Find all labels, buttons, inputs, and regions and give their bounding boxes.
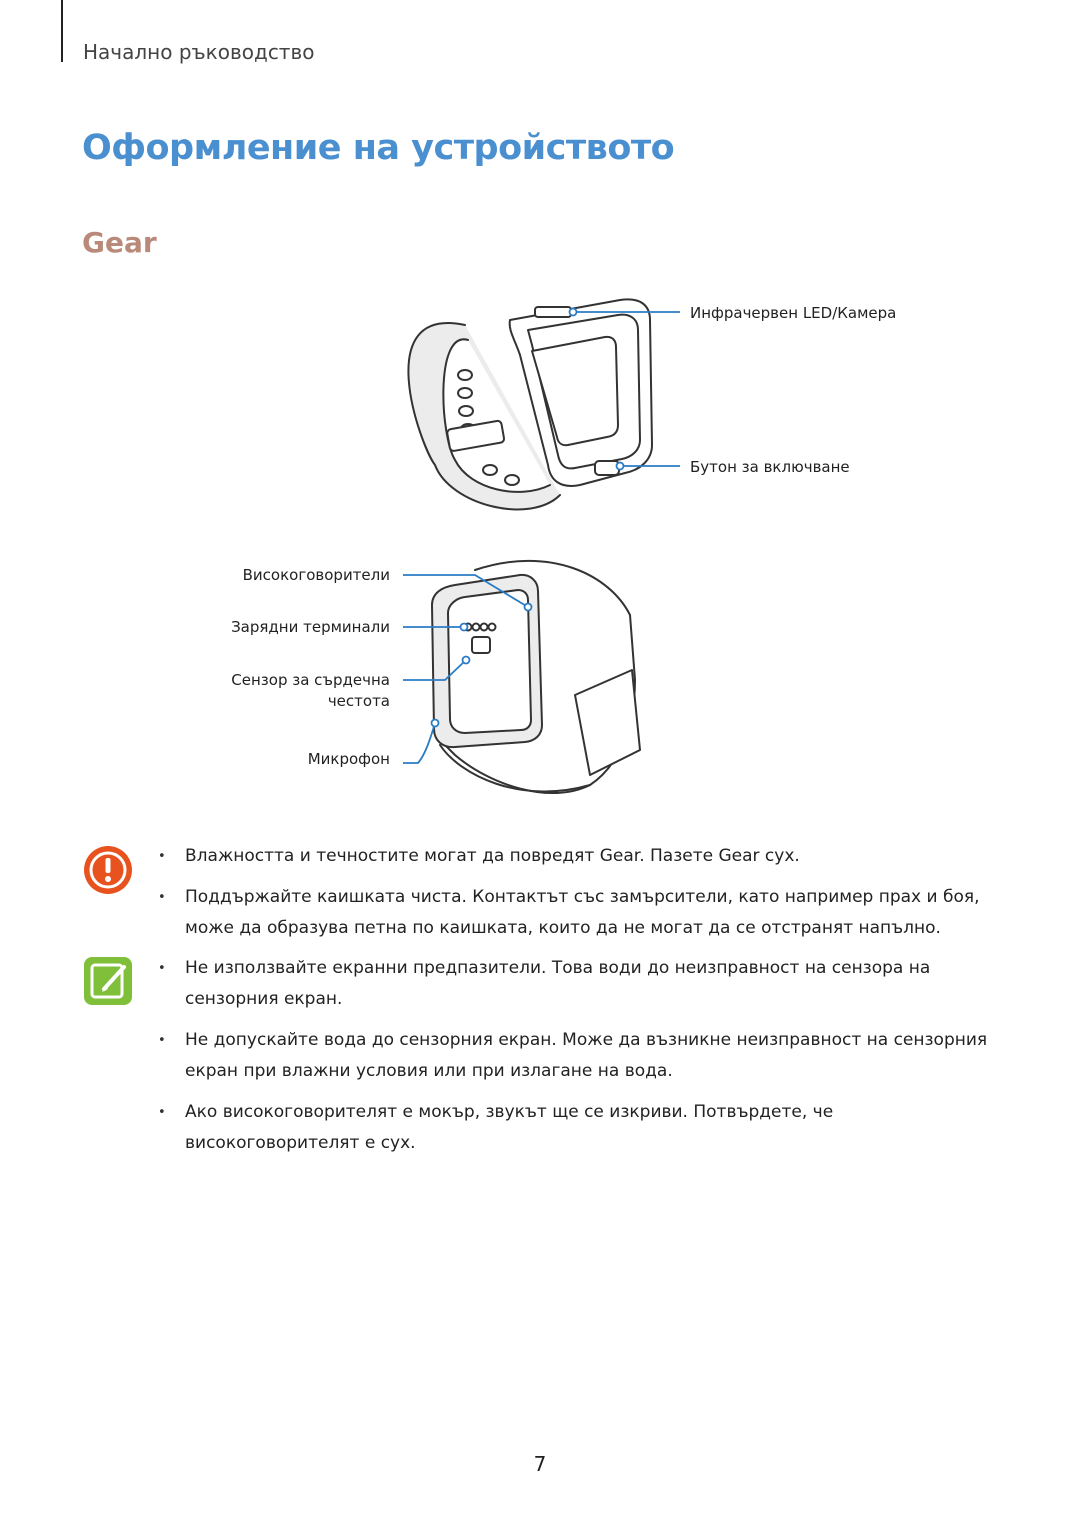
caution-icon (82, 844, 134, 896)
label-microphone: Микрофон (307, 750, 390, 768)
breadcrumb: Начално ръководство (83, 40, 315, 64)
section-title: Gear (82, 226, 157, 259)
label-charging-terminals: Зарядни терминали (231, 618, 390, 636)
gear-drawing (403, 298, 680, 794)
caution-item: Влажността и течностите могат да повредя… (158, 841, 1008, 872)
caution-item: Поддържайте каишката чиста. Контактът съ… (158, 882, 1008, 944)
page-title: Оформление на устройството (82, 128, 675, 168)
label-power-button: Бутон за включване (690, 458, 850, 476)
front-power-button (594, 460, 620, 476)
note-list: Не използвайте екранни предпазители. Тов… (158, 953, 1008, 1169)
label-speakers: Високоговорители (242, 566, 390, 584)
label-ir-led-camera: Инфрачервен LED/Камера (690, 304, 897, 322)
note-item: Ако високоговорителят е мокър, звукът ще… (158, 1097, 1008, 1159)
note-icon (82, 955, 134, 1007)
front-screen (531, 335, 619, 447)
note-item: Не допускайте вода до сензорния екран. М… (158, 1025, 1008, 1087)
back-watch-plate (447, 589, 532, 734)
back-hr-sensor (471, 636, 491, 654)
front-camera (534, 306, 572, 318)
note-item: Не използвайте екранни предпазители. Тов… (158, 953, 1008, 1015)
header-rule (61, 0, 63, 62)
label-hr-sensor-line2: честота (327, 692, 390, 710)
caution-list: Влажността и течностите могат да повредя… (158, 841, 1008, 954)
device-illustration: Инфрачервен LED/Камера Бутон за включван… (220, 285, 920, 825)
back-strap-end (574, 669, 641, 776)
page-number: 7 (533, 1452, 547, 1476)
front-buckle (446, 419, 506, 452)
back-strap-lower (439, 744, 591, 793)
label-hr-sensor-line1: Сензор за сърдечна (231, 671, 390, 689)
